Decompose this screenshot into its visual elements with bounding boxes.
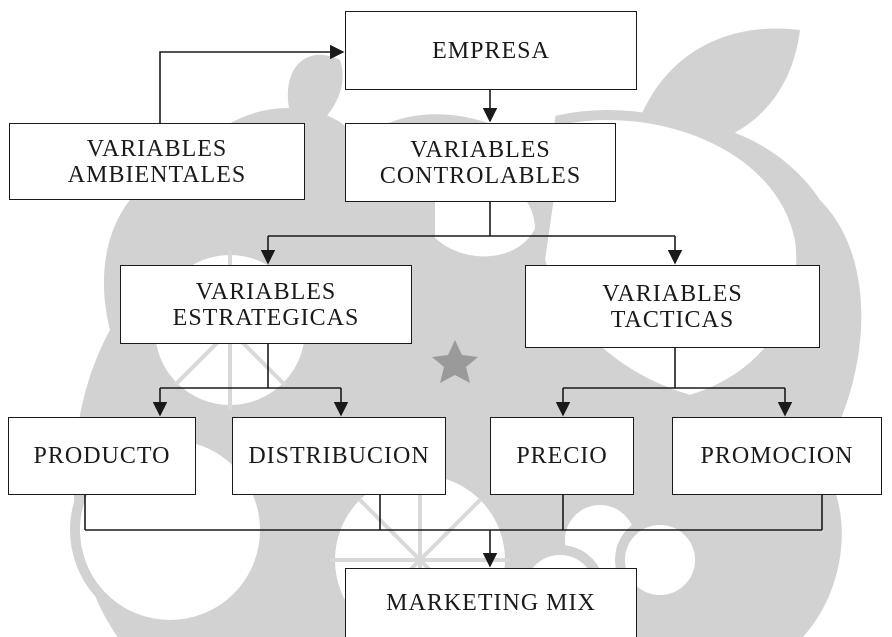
node-marketing-mix: MARKETING MIX: [345, 568, 637, 637]
node-variables-estrategicas: VARIABLES ESTRATEGICAS: [120, 265, 412, 344]
node-precio: PRECIO: [490, 417, 634, 495]
node-variables-tacticas: VARIABLES TACTICAS: [525, 265, 820, 348]
connector-ambientales-empresa: [159, 44, 345, 123]
node-distribucion: DISTRIBUCION: [232, 417, 446, 495]
node-distribucion-label: DISTRIBUCION: [248, 443, 430, 469]
node-variables-controlables: VARIABLES CONTROLABLES: [345, 123, 616, 202]
node-marketing-mix-label: MARKETING MIX: [386, 590, 596, 616]
node-empresa-label: EMPRESA: [432, 37, 550, 64]
node-empresa: EMPRESA: [345, 11, 637, 90]
node-variables-tacticas-label: VARIABLES TACTICAS: [602, 280, 743, 333]
node-variables-ambientales: VARIABLES AMBIENTALES: [9, 123, 305, 200]
node-producto-label: PRODUCTO: [33, 443, 171, 469]
node-promocion: PROMOCION: [672, 417, 882, 495]
node-variables-controlables-label: VARIABLES CONTROLABLES: [379, 136, 582, 189]
node-producto: PRODUCTO: [8, 417, 196, 495]
node-promocion-label: PROMOCION: [700, 443, 854, 469]
node-precio-label: PRECIO: [516, 443, 608, 469]
node-variables-ambientales-label: VARIABLES AMBIENTALES: [67, 135, 247, 188]
node-variables-estrategicas-label: VARIABLES ESTRATEGICAS: [172, 278, 360, 331]
